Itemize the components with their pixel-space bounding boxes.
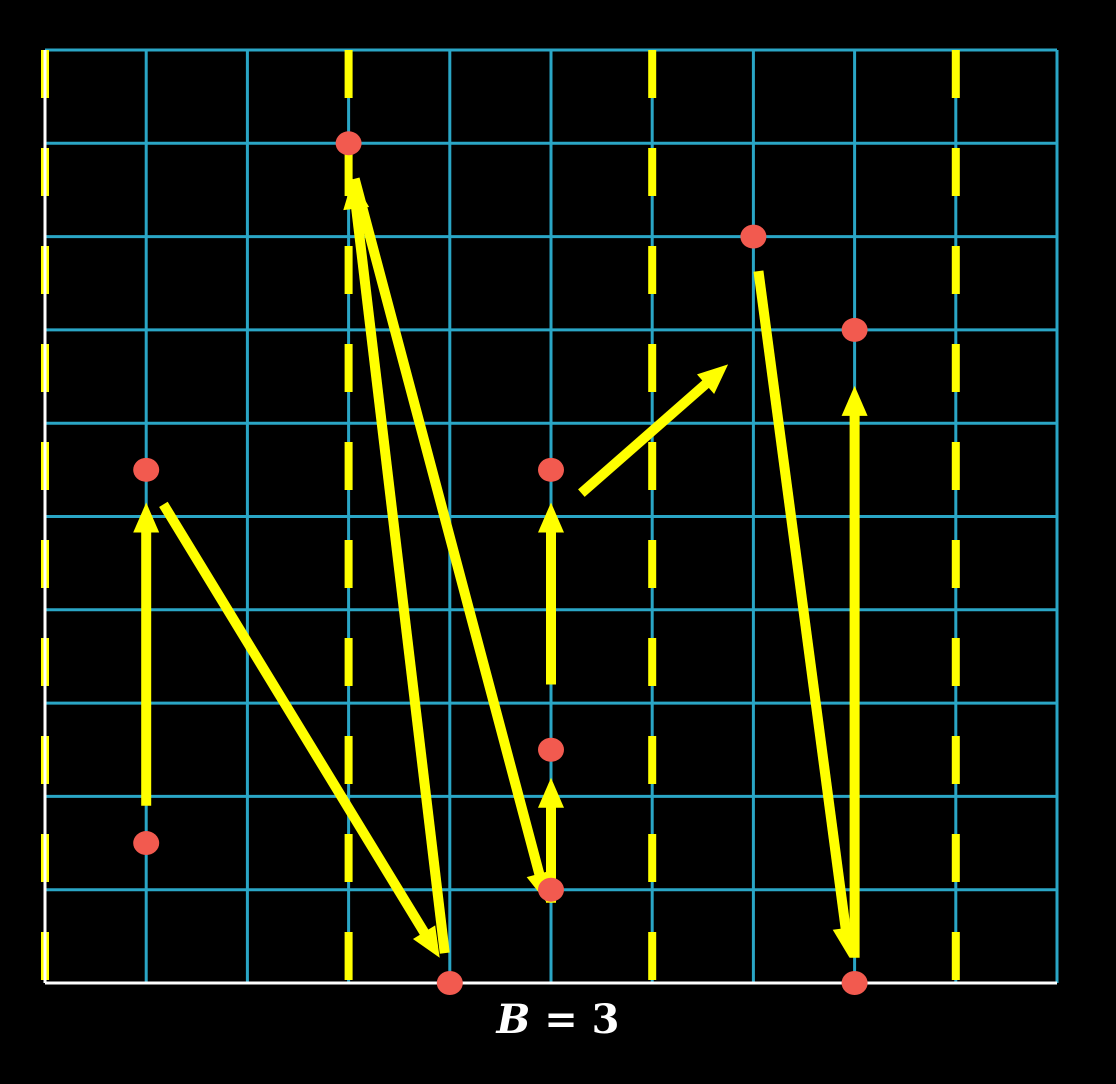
arrow-head [538,777,564,808]
traversal-arrows [133,177,868,958]
data-point [436,971,463,995]
data-point [740,224,767,249]
arrow-head [133,502,160,533]
data-point [538,877,564,902]
block-size-variable: B [496,996,531,1043]
data-point [538,737,564,762]
grid-frame [43,50,1057,985]
data-point [335,131,362,156]
data-point [133,457,160,482]
arrow-head [696,364,729,394]
block-size-label: B = 3 [0,996,1116,1043]
data-point [841,317,868,342]
block-size-value: 3 [591,996,620,1043]
arrow-shaft [159,501,430,937]
data-point [841,971,868,995]
arrow-shaft [350,205,450,954]
block-size-operator: = [544,996,578,1043]
data-point [133,831,160,856]
data-points [133,131,868,995]
arrow-shaft [349,177,545,877]
data-point [538,457,564,482]
arrow-head [841,385,868,416]
arrow-shaft [753,270,851,931]
arrow-head [538,502,564,533]
arrow-head [412,925,440,958]
arrow-shaft [578,379,711,497]
